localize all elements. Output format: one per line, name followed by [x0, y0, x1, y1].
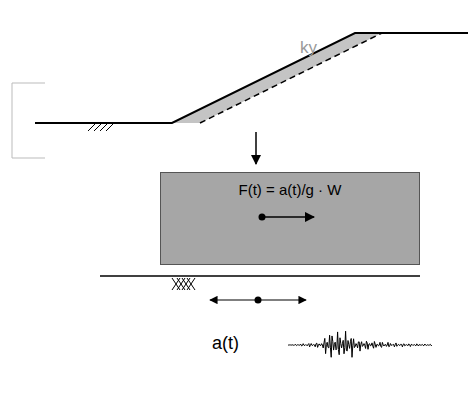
yield-coefficient: ky — [300, 38, 317, 58]
bracket — [12, 83, 45, 158]
slip-surface — [200, 33, 382, 123]
ground-hatch — [88, 124, 113, 131]
base-hatch — [172, 278, 195, 290]
down-arrow — [255, 132, 257, 164]
sliding-mass — [172, 33, 382, 123]
force-line — [262, 216, 314, 218]
ground-surface — [35, 33, 468, 123]
seismogram — [288, 331, 432, 357]
force-formula: F(t) = a(t)/g · W — [161, 173, 419, 198]
sliding-block: F(t) = a(t)/g · W — [160, 172, 420, 265]
base-line — [100, 275, 420, 277]
acceleration-label: a(t) — [212, 333, 239, 354]
force-arrow — [256, 207, 336, 227]
ground-dot — [255, 297, 262, 304]
